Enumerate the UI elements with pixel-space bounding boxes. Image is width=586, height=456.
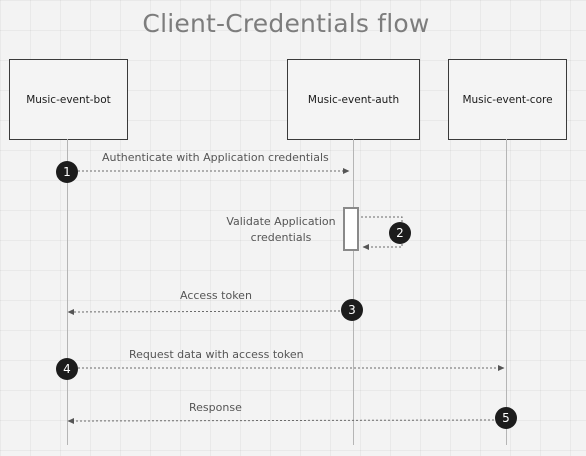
participant-label: Music-event-auth [307,93,400,106]
step-badge-3: 3 [341,299,363,321]
lifeline-bot [67,139,68,445]
step-badge-5: 5 [495,407,517,429]
message-label-4: Request data with access token [129,348,304,361]
step-badge-4: 4 [56,358,78,380]
lifeline-auth [353,139,354,445]
activation-bar-auth [343,207,359,251]
message-label-2: Validate Application credentials [226,215,336,244]
participant-music-event-auth[interactable]: Music-event-auth [287,59,420,140]
arrow-step-5 [67,417,495,424]
message-label-5: Response [189,401,242,414]
diagram-title: Client-Credentials flow [142,9,430,38]
participant-music-event-bot[interactable]: Music-event-bot [9,59,128,140]
participant-music-event-core[interactable]: Music-event-core [448,59,567,140]
message-label-1: Authenticate with Application credential… [102,151,329,164]
step-badge-1: 1 [56,161,78,183]
participant-label: Music-event-core [462,93,553,106]
arrow-step-3 [67,308,341,315]
lifeline-core [506,139,507,445]
message-label-3: Access token [180,289,252,302]
participant-label: Music-event-bot [26,93,111,106]
step-badge-2: 2 [389,222,411,244]
